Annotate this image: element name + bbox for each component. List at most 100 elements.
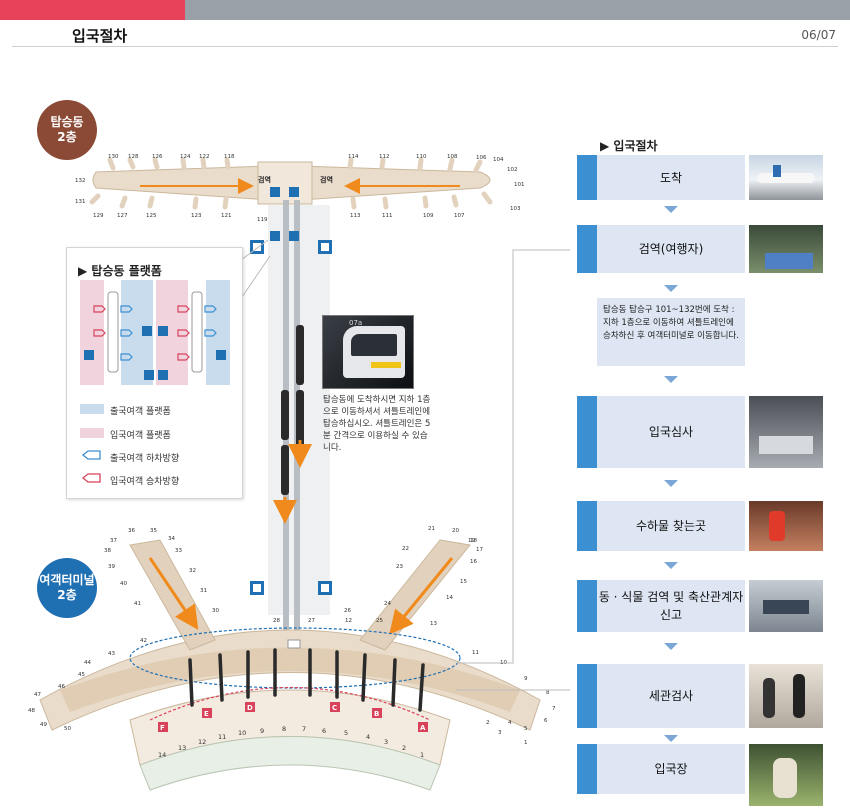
svg-text:102: 102 <box>507 167 518 173</box>
svg-text:108: 108 <box>447 154 458 160</box>
concourse-badge-floor: 2층 <box>57 130 77 144</box>
arrival-hall-photo <box>749 744 823 806</box>
header-bar <box>185 0 850 20</box>
svg-text:127: 127 <box>117 213 128 219</box>
svg-text:10: 10 <box>238 729 246 737</box>
title-divider <box>12 46 838 47</box>
immigration-photo <box>749 396 823 468</box>
svg-text:11: 11 <box>218 733 226 741</box>
svg-text:103: 103 <box>510 206 521 212</box>
svg-text:109: 109 <box>423 213 434 219</box>
svg-text:26: 26 <box>344 608 351 614</box>
flow-step-plant-animal-quarantine: 동 · 식물 검역 및 축산관계자 신고 <box>597 580 745 632</box>
svg-text:114: 114 <box>348 154 359 160</box>
flow-step-arrival: 도착 <box>597 155 745 200</box>
svg-text:110: 110 <box>416 154 427 160</box>
svg-text:131: 131 <box>75 199 86 205</box>
svg-text:2: 2 <box>402 744 406 752</box>
svg-text:43: 43 <box>108 651 115 657</box>
svg-text:119: 119 <box>257 217 268 223</box>
svg-text:19: 19 <box>468 538 475 544</box>
flow-title-text: 입국절차 <box>613 139 658 153</box>
svg-text:4: 4 <box>366 733 370 741</box>
flow-step-baggage-claim: 수하물 찾는곳 <box>597 501 745 551</box>
arrival-direction-icon <box>81 473 101 483</box>
terminal-gate-labels: 37 36 35 34 38 33 39 32 40 31 41 30 42 4… <box>28 526 556 746</box>
svg-text:31: 31 <box>200 588 207 594</box>
svg-text:130: 130 <box>108 154 119 160</box>
svg-text:15: 15 <box>460 579 467 585</box>
svg-text:40: 40 <box>120 581 127 587</box>
check-in-counter-labels: 14 13 12 11 10 9 8 7 6 5 4 3 2 1 <box>158 725 424 759</box>
flow-arrow-down <box>664 562 678 569</box>
svg-text:25: 25 <box>376 618 383 624</box>
svg-text:9: 9 <box>524 676 528 682</box>
flow-step-customs: 세관검사 <box>597 664 745 728</box>
svg-text:7: 7 <box>552 706 556 712</box>
svg-text:41: 41 <box>134 601 141 607</box>
svg-text:122: 122 <box>199 154 210 160</box>
page-title: 입국절차 <box>72 27 128 45</box>
svg-text:16: 16 <box>470 559 477 565</box>
svg-text:8: 8 <box>282 725 286 733</box>
shuttle-train-photo: 07a <box>322 315 414 389</box>
legend-swatch-arrival-platform <box>80 428 104 438</box>
legend-arrival-platform: 입국여객 플랫폼 <box>110 431 171 441</box>
header-accent-bar <box>0 0 185 20</box>
zone-markers: F E D C B A <box>158 702 428 732</box>
svg-text:C: C <box>332 704 337 712</box>
svg-text:47: 47 <box>34 692 41 698</box>
svg-text:107: 107 <box>454 213 465 219</box>
svg-text:106: 106 <box>476 155 487 161</box>
svg-text:1: 1 <box>524 740 528 746</box>
svg-text:5: 5 <box>344 729 348 737</box>
flow-arrow-down <box>664 480 678 487</box>
flow-step-arrival-hall: 입국장 <box>597 744 745 794</box>
svg-text:35: 35 <box>150 528 157 534</box>
svg-text:11: 11 <box>472 650 479 656</box>
quarantine-photo <box>749 225 823 273</box>
shuttle-description: 탑승동에 도착하시면 지하 1층으로 이동하셔서 셔틀트레인에 탑승하십시오. … <box>323 395 431 453</box>
concourse-building <box>89 157 493 210</box>
concourse-badge-name: 탑승동 <box>50 115 84 129</box>
svg-text:28: 28 <box>273 618 280 624</box>
concourse-badge: 탑승동 2층 <box>37 100 97 160</box>
svg-text:7: 7 <box>302 725 306 733</box>
svg-text:6: 6 <box>544 718 548 724</box>
flow-title: ▶ 입국절차 <box>600 139 658 153</box>
checkpoint-left-label: 검역 <box>258 175 271 184</box>
svg-text:104: 104 <box>493 157 504 163</box>
svg-text:124: 124 <box>180 154 191 160</box>
svg-text:24: 24 <box>384 601 391 607</box>
flow-arrow-down <box>664 643 678 650</box>
svg-text:4: 4 <box>508 720 512 726</box>
svg-text:123: 123 <box>191 213 202 219</box>
svg-text:21: 21 <box>428 526 435 532</box>
svg-text:126: 126 <box>152 154 163 160</box>
flow-step-immigration: 입국심사 <box>597 396 745 468</box>
svg-text:121: 121 <box>221 213 232 219</box>
svg-text:48: 48 <box>28 708 35 714</box>
step-marker <box>577 664 597 728</box>
baggage-photo <box>749 501 823 551</box>
shuttle-photo-label: 07a <box>349 319 363 327</box>
svg-text:12: 12 <box>198 738 206 746</box>
platform-icons <box>250 187 332 595</box>
flow-arrow-down <box>664 285 678 292</box>
platform-diagram <box>80 280 230 385</box>
svg-text:D: D <box>247 704 253 712</box>
svg-text:125: 125 <box>146 213 157 219</box>
svg-text:8: 8 <box>546 690 550 696</box>
svg-text:132: 132 <box>75 178 86 184</box>
flow-step-quarantine: 검역(여행자) <box>597 225 745 273</box>
svg-text:23: 23 <box>396 564 403 570</box>
concourse-transfer-note: 탑승동 탑승구 101~132번에 도착 : 지하 1층으로 이동하여 셔틀트레… <box>597 298 745 366</box>
svg-text:129: 129 <box>93 213 104 219</box>
svg-text:49: 49 <box>40 722 47 728</box>
svg-text:39: 39 <box>108 564 115 570</box>
customs-photo <box>749 664 823 728</box>
svg-text:46: 46 <box>58 684 65 690</box>
svg-text:14: 14 <box>446 595 453 601</box>
svg-text:128: 128 <box>128 154 139 160</box>
svg-text:101: 101 <box>514 182 525 188</box>
